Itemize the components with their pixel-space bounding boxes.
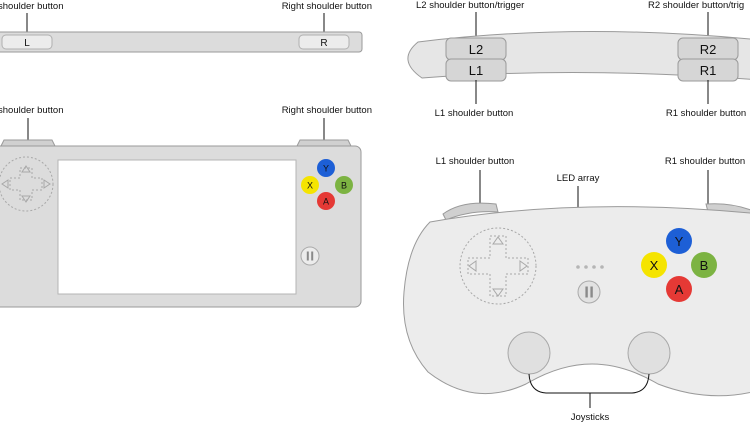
button-b-letter: B [341, 181, 347, 191]
label-left-shoulder-top: shoulder button [0, 1, 64, 12]
button-a: A [317, 192, 335, 210]
left-joystick [507, 331, 551, 375]
label-joysticks: Joysticks [571, 412, 610, 422]
label-l2: L2 shoulder button/trigger [416, 0, 524, 11]
left-shoulder-button [1, 34, 53, 50]
controller-top-body [0, 31, 363, 53]
label-right-shoulder-front: Right shoulder button [282, 105, 372, 116]
button-y-letter: Y [323, 164, 329, 174]
button-y: Y [666, 228, 692, 254]
dpad-icon [0, 156, 54, 212]
button-y-letter: Y [675, 234, 684, 249]
dpad-icon [459, 227, 537, 305]
l1-shoulder-nub [442, 202, 499, 221]
label-l1-front: L1 shoulder button [436, 156, 515, 167]
standard-top-view: shoulder button Right shoulder button L … [0, 1, 372, 53]
standard-front-view: shoulder button Right shoulder button Y … [0, 105, 372, 308]
extended-top-view: L2 shoulder button/trigger R2 shoulder b… [407, 0, 750, 119]
extended-front-view: L1 shoulder button R1 shoulder button LE… [403, 156, 750, 422]
button-y: Y [317, 159, 335, 177]
right-joystick [627, 331, 671, 375]
label-r1-front: R1 shoulder button [665, 156, 745, 167]
label-left-shoulder-front: shoulder button [0, 105, 64, 116]
r1-button-letter: R1 [700, 63, 717, 78]
label-r2: R2 shoulder button/trig [648, 0, 744, 11]
label-right-shoulder-top: Right shoulder button [282, 1, 372, 12]
button-a: A [666, 276, 692, 302]
l1-button-letter: L1 [469, 63, 483, 78]
button-x: X [301, 176, 319, 194]
button-a-letter: A [675, 282, 684, 297]
button-x: X [641, 252, 667, 278]
left-shoulder-letter: L [24, 38, 30, 49]
label-l1: L1 shoulder button [435, 108, 514, 119]
led-array [576, 265, 604, 269]
extended-front-body [403, 206, 750, 397]
label-r1: R1 shoulder button [666, 108, 746, 119]
right-shoulder-button [298, 34, 350, 50]
button-b-letter: B [700, 258, 709, 273]
leader-joysticks-bracket [528, 373, 650, 394]
pause-icon [300, 246, 320, 266]
device-screen [57, 159, 297, 295]
r2-button-letter: R2 [700, 42, 717, 57]
button-a-letter: A [323, 197, 329, 207]
right-shoulder-letter: R [320, 38, 327, 49]
pause-icon [577, 280, 601, 304]
l2-button-letter: L2 [469, 42, 483, 57]
button-x-letter: X [650, 258, 659, 273]
button-b: B [335, 176, 353, 194]
label-led-array: LED array [557, 173, 600, 184]
button-b: B [691, 252, 717, 278]
button-x-letter: X [307, 181, 313, 191]
